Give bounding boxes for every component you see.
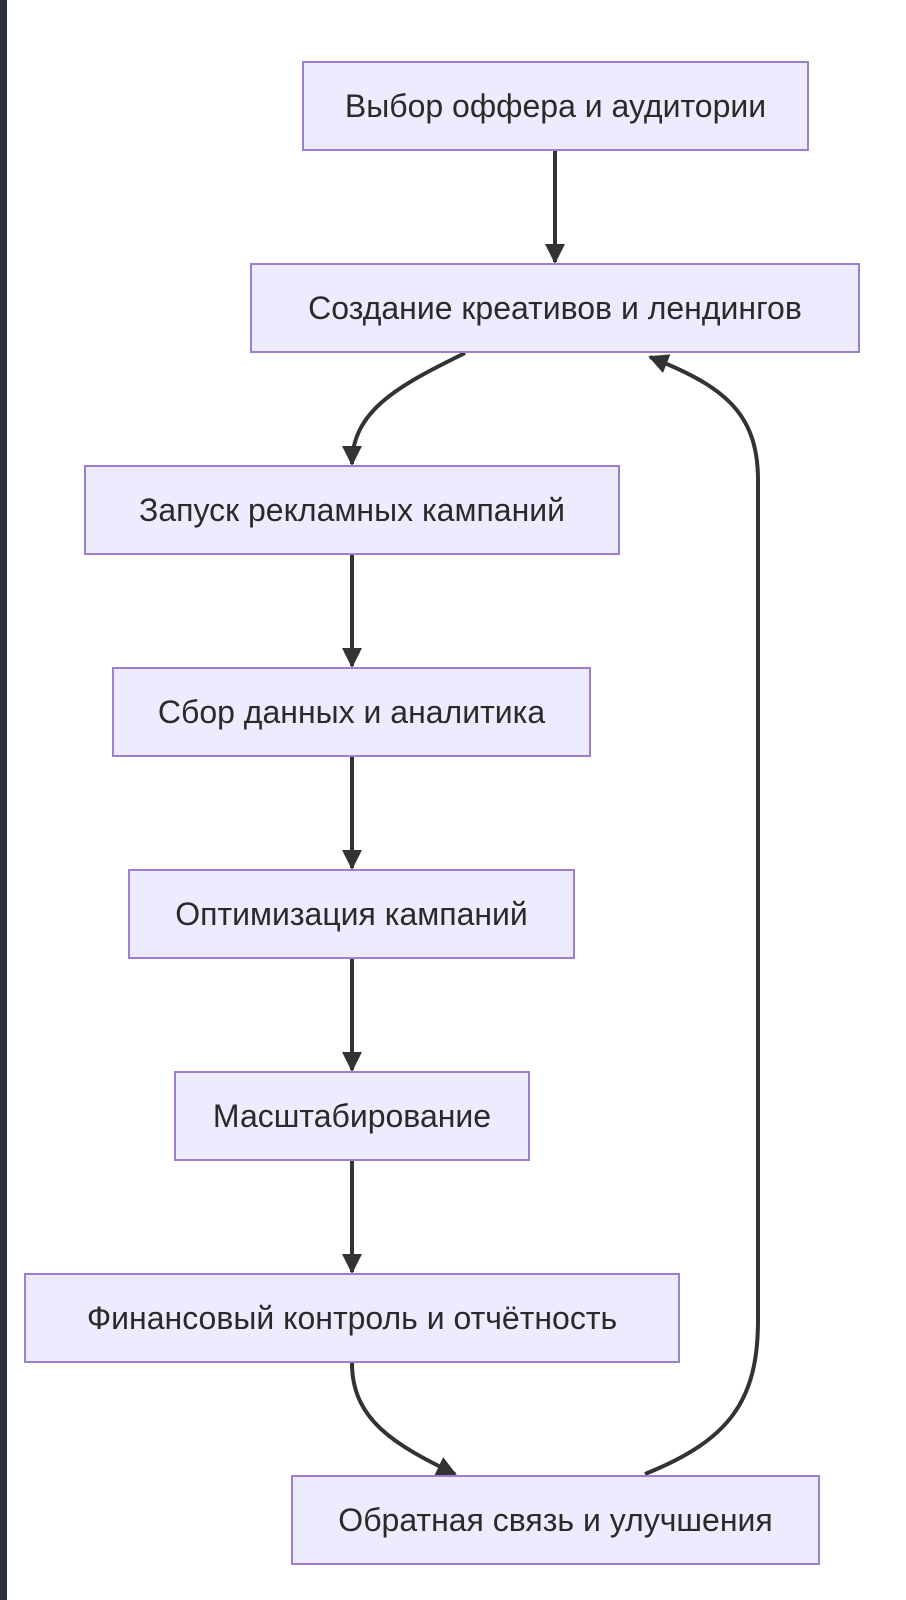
node-label: Сбор данных и аналитика xyxy=(157,693,546,730)
node-optimization: Оптимизация кампаний xyxy=(128,869,575,959)
node-label: Масштабирование xyxy=(212,1097,492,1134)
left-edge-strip xyxy=(0,0,7,1600)
node-offer-audience: Выбор оффера и аудитории xyxy=(302,61,809,151)
node-label: Обратная связь и улучшения xyxy=(338,1501,773,1538)
node-label: Создание креативов и лендингов xyxy=(308,289,802,326)
node-launch-campaigns: Запуск рекламных кампаний xyxy=(84,465,620,555)
node-label: Финансовый контроль и отчётность xyxy=(86,1299,618,1336)
node-finance-reporting: Финансовый контроль и отчётность xyxy=(24,1273,680,1363)
node-creatives-landings: Создание креативов и лендингов xyxy=(250,263,860,353)
edge-n8-n2 xyxy=(644,354,760,1476)
node-feedback-improvements: Обратная связь и улучшения xyxy=(291,1475,820,1565)
node-scaling: Масштабирование xyxy=(174,1071,530,1161)
node-label: Оптимизация кампаний xyxy=(175,895,528,932)
edge-n7-n8 xyxy=(350,1362,457,1476)
edge-n2-n3 xyxy=(342,351,466,466)
node-label: Выбор оффера и аудитории xyxy=(344,87,767,124)
node-label: Запуск рекламных кампаний xyxy=(138,491,565,528)
node-data-analytics: Сбор данных и аналитика xyxy=(112,667,591,757)
